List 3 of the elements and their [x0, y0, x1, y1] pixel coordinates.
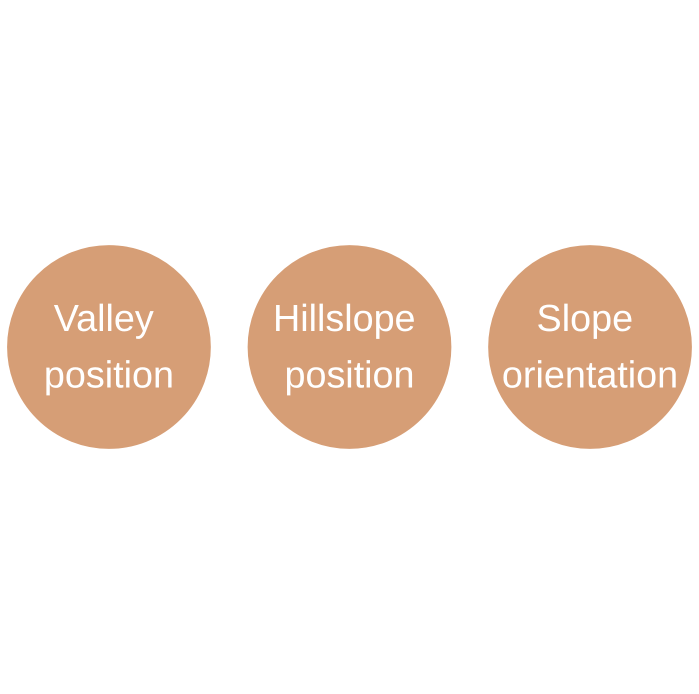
node-circle: Slope orientation: [488, 245, 692, 449]
node-circle: Hillslope position: [248, 245, 452, 449]
node-circle: Valley position: [7, 245, 211, 449]
